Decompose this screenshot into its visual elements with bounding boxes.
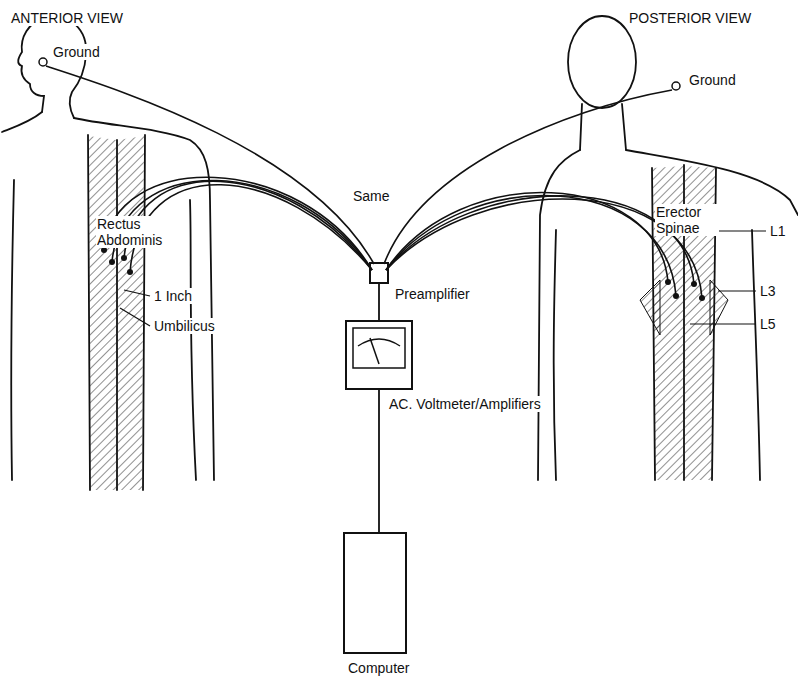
posterior-body: [538, 16, 798, 480]
left-shoulder: [2, 112, 42, 132]
ground-wire: [46, 66, 374, 264]
leader-line: [690, 323, 756, 324]
device-label: Preamplifier: [394, 286, 471, 302]
meter-needle: [370, 338, 379, 364]
left-flank: [11, 180, 14, 480]
meter-dial: [353, 328, 405, 368]
muscle-label: Rectus Abdominis: [96, 216, 170, 248]
electrode: [109, 259, 115, 265]
head-outline: [568, 16, 636, 108]
ground-label: Ground: [52, 44, 101, 60]
sacral-hatch: [640, 280, 728, 335]
ground-wire: [384, 90, 672, 264]
leader-line: [120, 308, 150, 326]
rectus-edges: [88, 135, 145, 490]
leader-line: [718, 230, 766, 231]
right-flank: [752, 230, 760, 480]
signal-cable: [378, 284, 380, 320]
electrode-wires: [46, 66, 702, 298]
anterior-body: [2, 17, 214, 490]
leader-lines: [120, 231, 766, 326]
view-title: POSTERIOR VIEW: [628, 10, 752, 26]
electrode-wire: [386, 196, 694, 284]
landmark-label: Umbilicus: [153, 318, 216, 334]
muscle-label: Erector Spinae: [655, 204, 719, 236]
left-flank: [554, 230, 556, 480]
meter-face: [353, 328, 405, 368]
electrode: [691, 281, 697, 287]
electrode: [699, 295, 705, 301]
device-label: Computer: [347, 660, 410, 676]
vertebra-label: L3: [759, 283, 777, 299]
leader-line: [718, 290, 756, 291]
dimension-label: 1 Inch: [153, 288, 193, 304]
view-title: ANTERIOR VIEW: [10, 10, 124, 26]
rectus-hatch: [89, 136, 116, 490]
device-label: AC. Voltmeter/Amplifiers: [388, 396, 542, 412]
meter-scale: [358, 339, 400, 346]
ground-electrode: [39, 58, 47, 66]
signal-cable: [378, 390, 380, 532]
ground-label: Ground: [688, 72, 737, 88]
vertebra-label: L1: [769, 223, 787, 239]
preamplifier-box: Preamplifier: [369, 262, 389, 284]
right-flank: [190, 200, 196, 480]
electrode: [121, 255, 127, 261]
note-label: Same: [352, 188, 391, 204]
vertebra-label: L5: [759, 316, 777, 332]
electrode: [673, 293, 679, 299]
leader-line: [124, 290, 150, 296]
electrode: [665, 279, 671, 285]
computer-box: Computer: [343, 532, 407, 654]
ground-electrode: [672, 82, 680, 90]
voltmeter-box: AC. Voltmeter/Amplifiers: [345, 320, 413, 390]
electrode: [127, 269, 133, 275]
rectus-hatch: [118, 136, 144, 490]
